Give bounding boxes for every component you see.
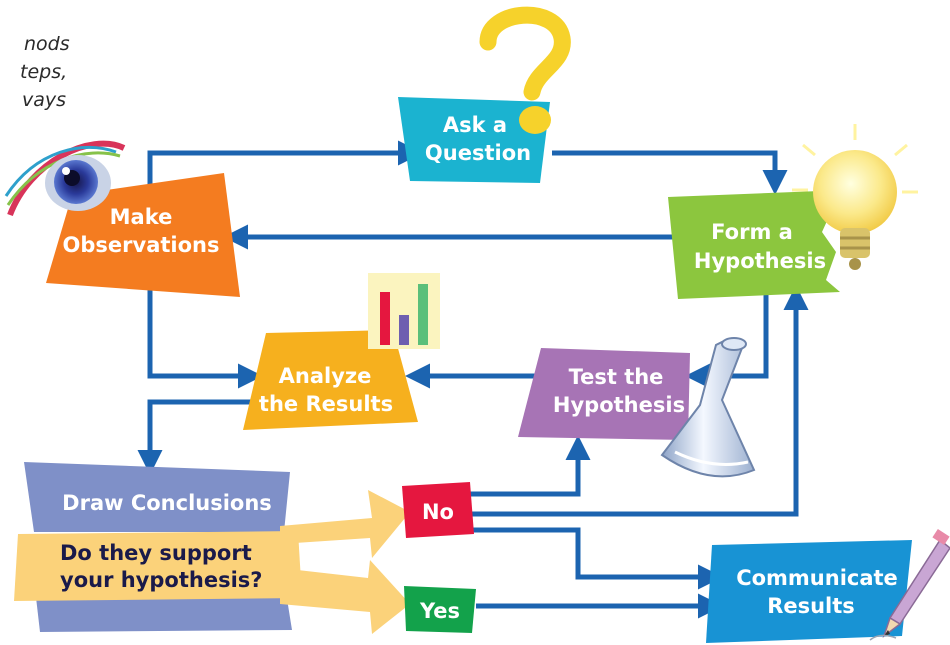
test-label-2: Hypothesis xyxy=(553,393,685,417)
communicate-box xyxy=(706,540,912,643)
arrow-no-to-communicate xyxy=(470,527,723,590)
step-test-hypothesis: Test the Hypothesis xyxy=(518,337,756,478)
step-analyze-results: Analyze the Results xyxy=(243,273,440,430)
observe-label-2: Observations xyxy=(63,233,220,257)
flask-icon xyxy=(660,337,756,478)
arrow-ask-to-hypothesis xyxy=(552,150,788,195)
conclude-label: Draw Conclusions xyxy=(62,491,272,515)
yes-label: Yes xyxy=(419,599,460,623)
step-make-observations: Make Observations xyxy=(4,140,240,297)
support-label-1: Do they support xyxy=(60,541,252,565)
support-label-2: your hypothesis? xyxy=(60,568,262,592)
hypothesis-label-2: Hypothesis xyxy=(694,249,826,273)
communicate-label-2: Results xyxy=(767,594,855,618)
yes-box xyxy=(404,586,476,633)
arrow-no-to-test xyxy=(470,435,591,497)
step-ask-question: Ask a Question xyxy=(398,6,571,183)
no-box xyxy=(402,482,474,538)
support-question: Do they support your hypothesis? xyxy=(14,490,410,634)
pencil-icon xyxy=(869,528,950,641)
no-label: No xyxy=(422,500,454,524)
test-box xyxy=(518,348,690,440)
intro-line-1: nods xyxy=(24,33,70,55)
intro-line-3: vays xyxy=(22,89,66,111)
analyze-label-1: Analyze xyxy=(279,364,372,388)
test-label-1: Test the xyxy=(569,365,664,389)
ask-box xyxy=(398,97,550,183)
observe-label-1: Make xyxy=(110,205,173,229)
hypothesis-box xyxy=(668,191,840,299)
decision-yes: Yes xyxy=(404,586,476,633)
arrow-observe-to-ask xyxy=(147,140,423,197)
step-communicate-results: Communicate Results xyxy=(706,528,950,643)
intro-line-2: teps, xyxy=(20,61,67,83)
ask-label-2: Question xyxy=(425,141,531,165)
decision-no: No xyxy=(402,482,474,538)
ask-label-1: Ask a xyxy=(443,113,507,137)
conclude-box xyxy=(24,462,290,532)
hypothesis-label-1: Form a xyxy=(711,220,793,244)
support-arrow-down xyxy=(280,560,410,634)
arrow-observe-to-analyze xyxy=(147,280,263,389)
arrow-no-to-hypothesis xyxy=(470,285,809,517)
support-arrow-up xyxy=(280,490,410,558)
analyze-box xyxy=(243,330,418,430)
light-bulb-icon xyxy=(792,124,918,270)
communicate-label-1: Communicate xyxy=(736,566,898,590)
step-form-hypothesis: Form a Hypothesis xyxy=(668,124,918,299)
flow-arrows xyxy=(137,140,809,619)
analyze-label-2: the Results xyxy=(259,392,393,416)
bar-chart-icon xyxy=(368,273,440,349)
question-mark-icon xyxy=(479,6,571,134)
eye-icon xyxy=(4,140,126,217)
support-box xyxy=(14,531,302,601)
arrow-analyze-to-conclude xyxy=(137,399,255,475)
